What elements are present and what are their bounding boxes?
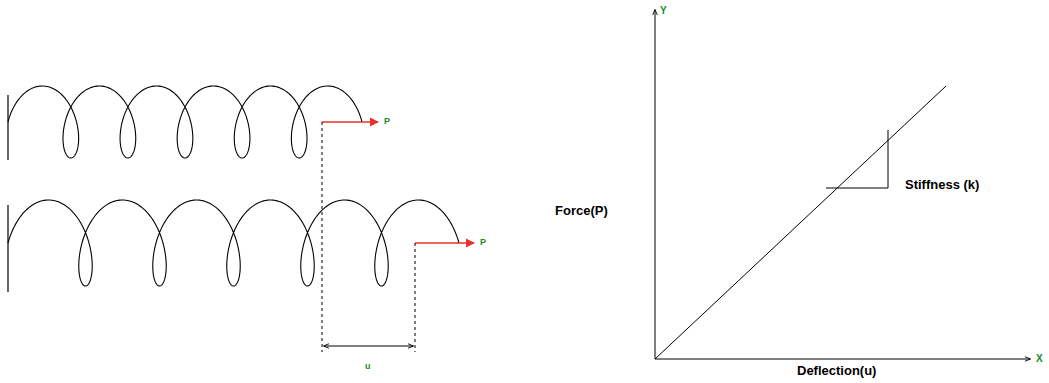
axis-title: Deflection(u): [797, 364, 876, 377]
force-label: P: [480, 238, 486, 247]
axis-label: Y: [660, 6, 667, 16]
dimension-label: u: [365, 362, 371, 371]
axis-title: Force(P): [555, 204, 608, 217]
spring: [8, 86, 362, 158]
slope-label: Stiffness (k): [905, 178, 979, 191]
y-axis: [655, 10, 656, 359]
force-label: P: [384, 117, 390, 126]
axis-label: X: [1036, 354, 1043, 364]
wall: [7, 205, 8, 292]
wall: [7, 95, 8, 160]
extension-line: [415, 243, 416, 352]
spring: [8, 200, 459, 286]
extension-line: [322, 122, 323, 352]
force-arrow: [322, 121, 378, 122]
x-axis: [655, 359, 1030, 360]
force-deflection-line: [655, 86, 946, 359]
slope-triangle: [826, 130, 888, 188]
dimension-line: [324, 346, 413, 347]
force-arrow: [415, 242, 474, 243]
